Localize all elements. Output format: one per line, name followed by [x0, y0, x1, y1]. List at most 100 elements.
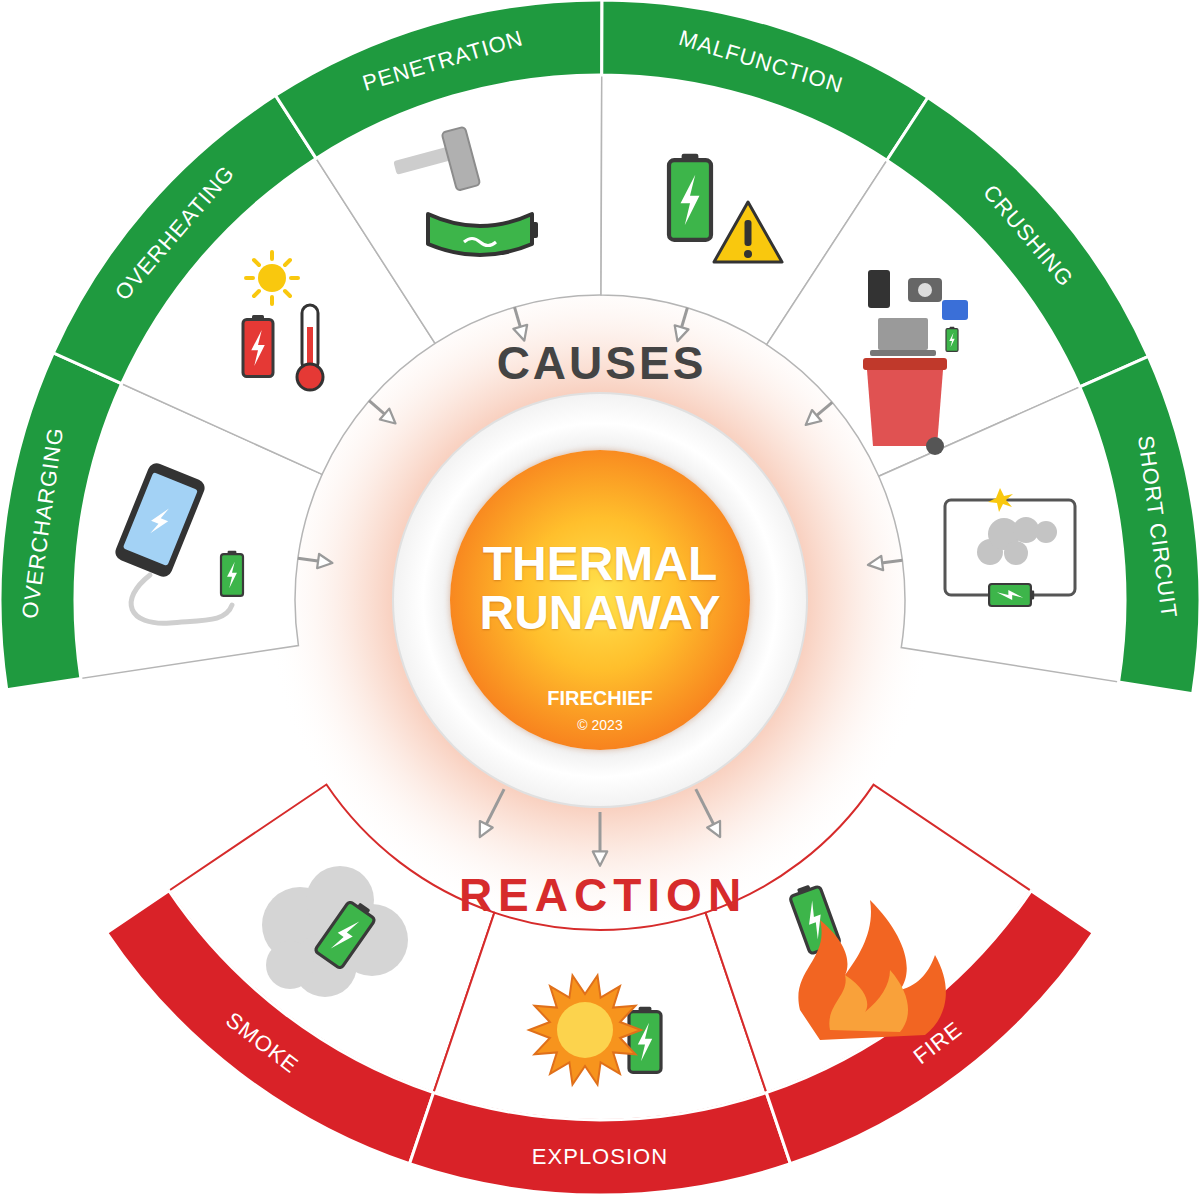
cause-segment: OVERCHARGING	[19, 426, 67, 620]
arrow-line	[369, 401, 394, 423]
core-title: THERMAL RUNAWAY	[455, 540, 745, 638]
art-circle	[258, 264, 286, 292]
art-rect	[745, 220, 752, 246]
art-path	[246, 252, 298, 304]
brand-watermark: FIRECHIEF	[547, 688, 653, 708]
malfunction-icon	[669, 154, 782, 262]
art-rect	[123, 472, 198, 566]
cause-segment: PENETRATION	[360, 27, 525, 95]
explosion-icon	[529, 975, 661, 1084]
art-rect	[442, 127, 481, 191]
cause-band	[1080, 356, 1200, 693]
art-g	[113, 461, 208, 580]
art-use	[629, 1007, 661, 1073]
art-path	[147, 504, 173, 538]
art-rect	[113, 461, 208, 580]
overheating-icon	[243, 252, 323, 390]
segment-label: OVERHEATING	[111, 161, 238, 304]
art-circle	[557, 1002, 613, 1058]
art-g	[977, 517, 1057, 565]
art-rect	[868, 270, 890, 308]
art-circle	[266, 941, 314, 989]
flow-arrow	[807, 402, 832, 423]
copyright-note: © 2023	[577, 718, 622, 732]
flow-arrow	[600, 812, 601, 864]
segment-label: MALFUNCTION	[677, 27, 846, 97]
art-rect	[870, 350, 936, 356]
art-g	[262, 866, 408, 997]
segment-label: FIRE	[910, 1018, 966, 1068]
segment-label: CRUSHING	[979, 181, 1077, 291]
arrow-line	[298, 558, 331, 563]
smoke-icon	[262, 866, 408, 997]
core-ring	[393, 393, 807, 807]
cause-segment: MALFUNCTION	[677, 27, 846, 97]
art-path	[798, 900, 946, 1040]
art-path	[529, 975, 641, 1084]
flow-arrow	[678, 308, 687, 340]
segment-label: PENETRATION	[360, 27, 525, 95]
arrow-line	[870, 560, 903, 564]
art-rect	[945, 500, 1075, 595]
art-use	[946, 327, 958, 352]
art-path	[131, 575, 232, 623]
fire-icon	[788, 881, 946, 1040]
flow-arrow	[298, 558, 331, 563]
segment-label: SHORT CIRCUIT	[1134, 434, 1180, 620]
art-rect	[908, 278, 942, 302]
art-rect	[302, 305, 318, 371]
art-use	[243, 315, 273, 377]
art-circle	[1035, 521, 1057, 543]
flow-arrow	[870, 560, 903, 564]
art-path	[714, 202, 782, 262]
art-use	[314, 897, 378, 969]
art-path	[867, 370, 943, 446]
arrow-line	[515, 307, 524, 339]
reaction-band	[410, 1093, 791, 1195]
art-g	[863, 358, 947, 455]
art-g	[246, 252, 298, 304]
crushing-icon	[863, 270, 968, 455]
art-path	[988, 488, 1013, 512]
arrow-line	[481, 789, 505, 835]
cause-segment: CRUSHING	[979, 181, 1077, 291]
penetration-icon	[389, 127, 538, 255]
arrow-line	[696, 789, 720, 835]
art-circle	[1013, 517, 1039, 543]
short-circuit-icon	[945, 488, 1075, 606]
art-g	[297, 305, 323, 390]
art-circle	[1004, 541, 1028, 565]
art-path	[829, 970, 908, 1032]
section-heading: CAUSES	[494, 340, 707, 386]
art-path	[428, 214, 532, 255]
reaction-segment: SMOKE	[222, 1008, 303, 1077]
art-rect	[878, 318, 928, 350]
cause-segment: OVERHEATING	[111, 161, 238, 304]
reaction-segment: FIRE	[910, 1018, 966, 1068]
art-use	[989, 584, 1034, 606]
art-path	[464, 239, 496, 246]
art-circle	[297, 364, 323, 390]
segment-label: OVERCHARGING	[19, 426, 67, 620]
flow-arrow	[369, 401, 394, 423]
art-rect	[393, 146, 453, 175]
art-rect	[942, 300, 968, 320]
art-circle	[918, 283, 932, 297]
cause-band	[602, 0, 928, 160]
arrow-line	[599, 812, 602, 864]
segment-label: EXPLOSION	[532, 1146, 668, 1168]
arrow-line	[807, 402, 832, 423]
art-circle	[744, 250, 752, 258]
art-g	[428, 214, 538, 255]
art-g	[714, 202, 782, 262]
flow-arrow	[696, 789, 720, 835]
flow-arrow	[515, 307, 524, 339]
art-use	[221, 551, 243, 596]
art-g	[389, 127, 480, 205]
art-rect	[863, 358, 947, 370]
cause-segment: SHORT CIRCUIT	[1134, 434, 1180, 620]
section-heading: REACTION	[453, 872, 747, 918]
flow-arrow	[481, 789, 505, 835]
